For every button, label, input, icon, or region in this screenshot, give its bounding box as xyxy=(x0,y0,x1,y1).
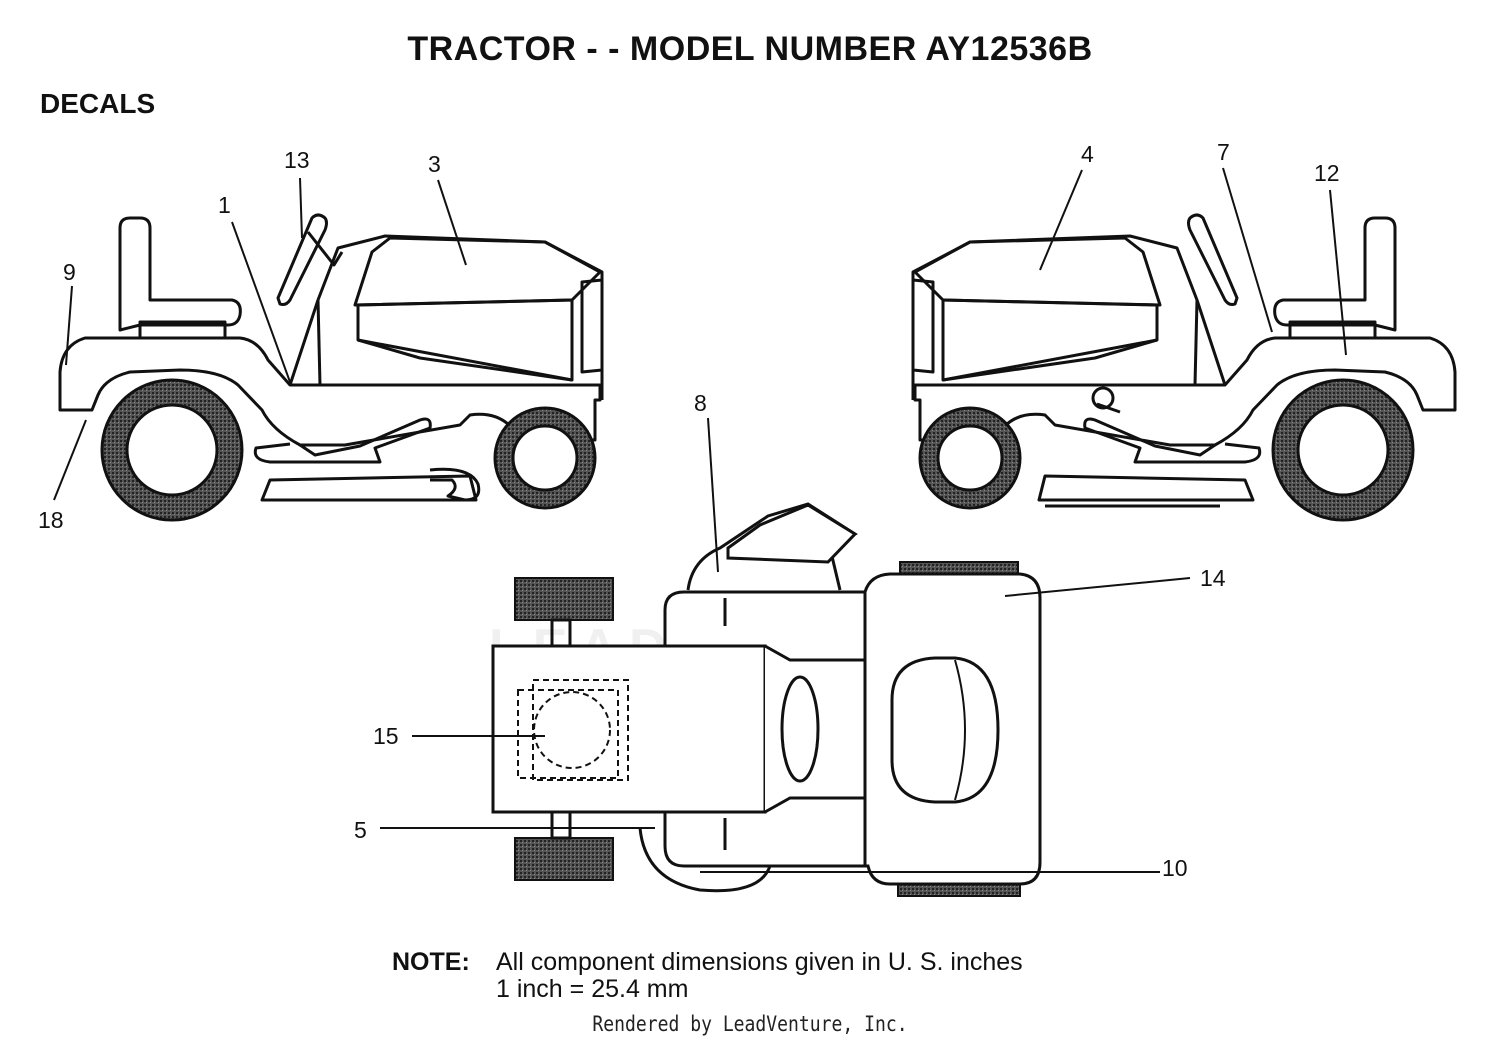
callout-1: 1 xyxy=(218,192,231,218)
callout-8: 8 xyxy=(694,390,707,416)
left-side-tractor xyxy=(58,213,604,502)
callout-5: 5 xyxy=(354,817,367,843)
callout-14: 14 xyxy=(1200,565,1226,591)
seat-left xyxy=(118,216,242,332)
callout-9: 9 xyxy=(63,259,76,285)
callout-7: 7 xyxy=(1217,139,1230,165)
callout-15: 15 xyxy=(373,723,399,749)
callout-13: 13 xyxy=(284,147,310,173)
front-tire-top-upper xyxy=(514,577,614,621)
callout-18: 18 xyxy=(38,507,64,533)
note-line-1: All component dimensions given in U. S. … xyxy=(496,948,1023,976)
footrest-left xyxy=(253,417,432,464)
steering-wheel-top xyxy=(780,675,820,783)
callout-10: 10 xyxy=(1162,855,1188,881)
hood-left xyxy=(353,236,602,307)
footer-credit: Rendered by LeadVenture, Inc. xyxy=(592,1012,908,1036)
page-title: TRACTOR - - MODEL NUMBER AY12536B xyxy=(407,30,1093,68)
note-label: NOTE: xyxy=(392,948,470,976)
decal-15-outline xyxy=(533,691,611,769)
leader-lines xyxy=(53,167,1347,873)
callout-12: 12 xyxy=(1314,160,1340,186)
steering-wheel-left xyxy=(276,213,328,306)
callout-3: 3 xyxy=(428,151,441,177)
rear-fender-left xyxy=(58,336,602,447)
seat-outline-top xyxy=(890,656,1000,804)
note-line-2: 1 inch = 25.4 mm xyxy=(496,975,689,1003)
right-side-tractor xyxy=(911,213,1457,522)
callout-4: 4 xyxy=(1081,141,1094,167)
front-tire-top-lower xyxy=(514,837,614,881)
section-heading: DECALS xyxy=(40,88,156,119)
top-view-tractor xyxy=(491,502,1042,897)
